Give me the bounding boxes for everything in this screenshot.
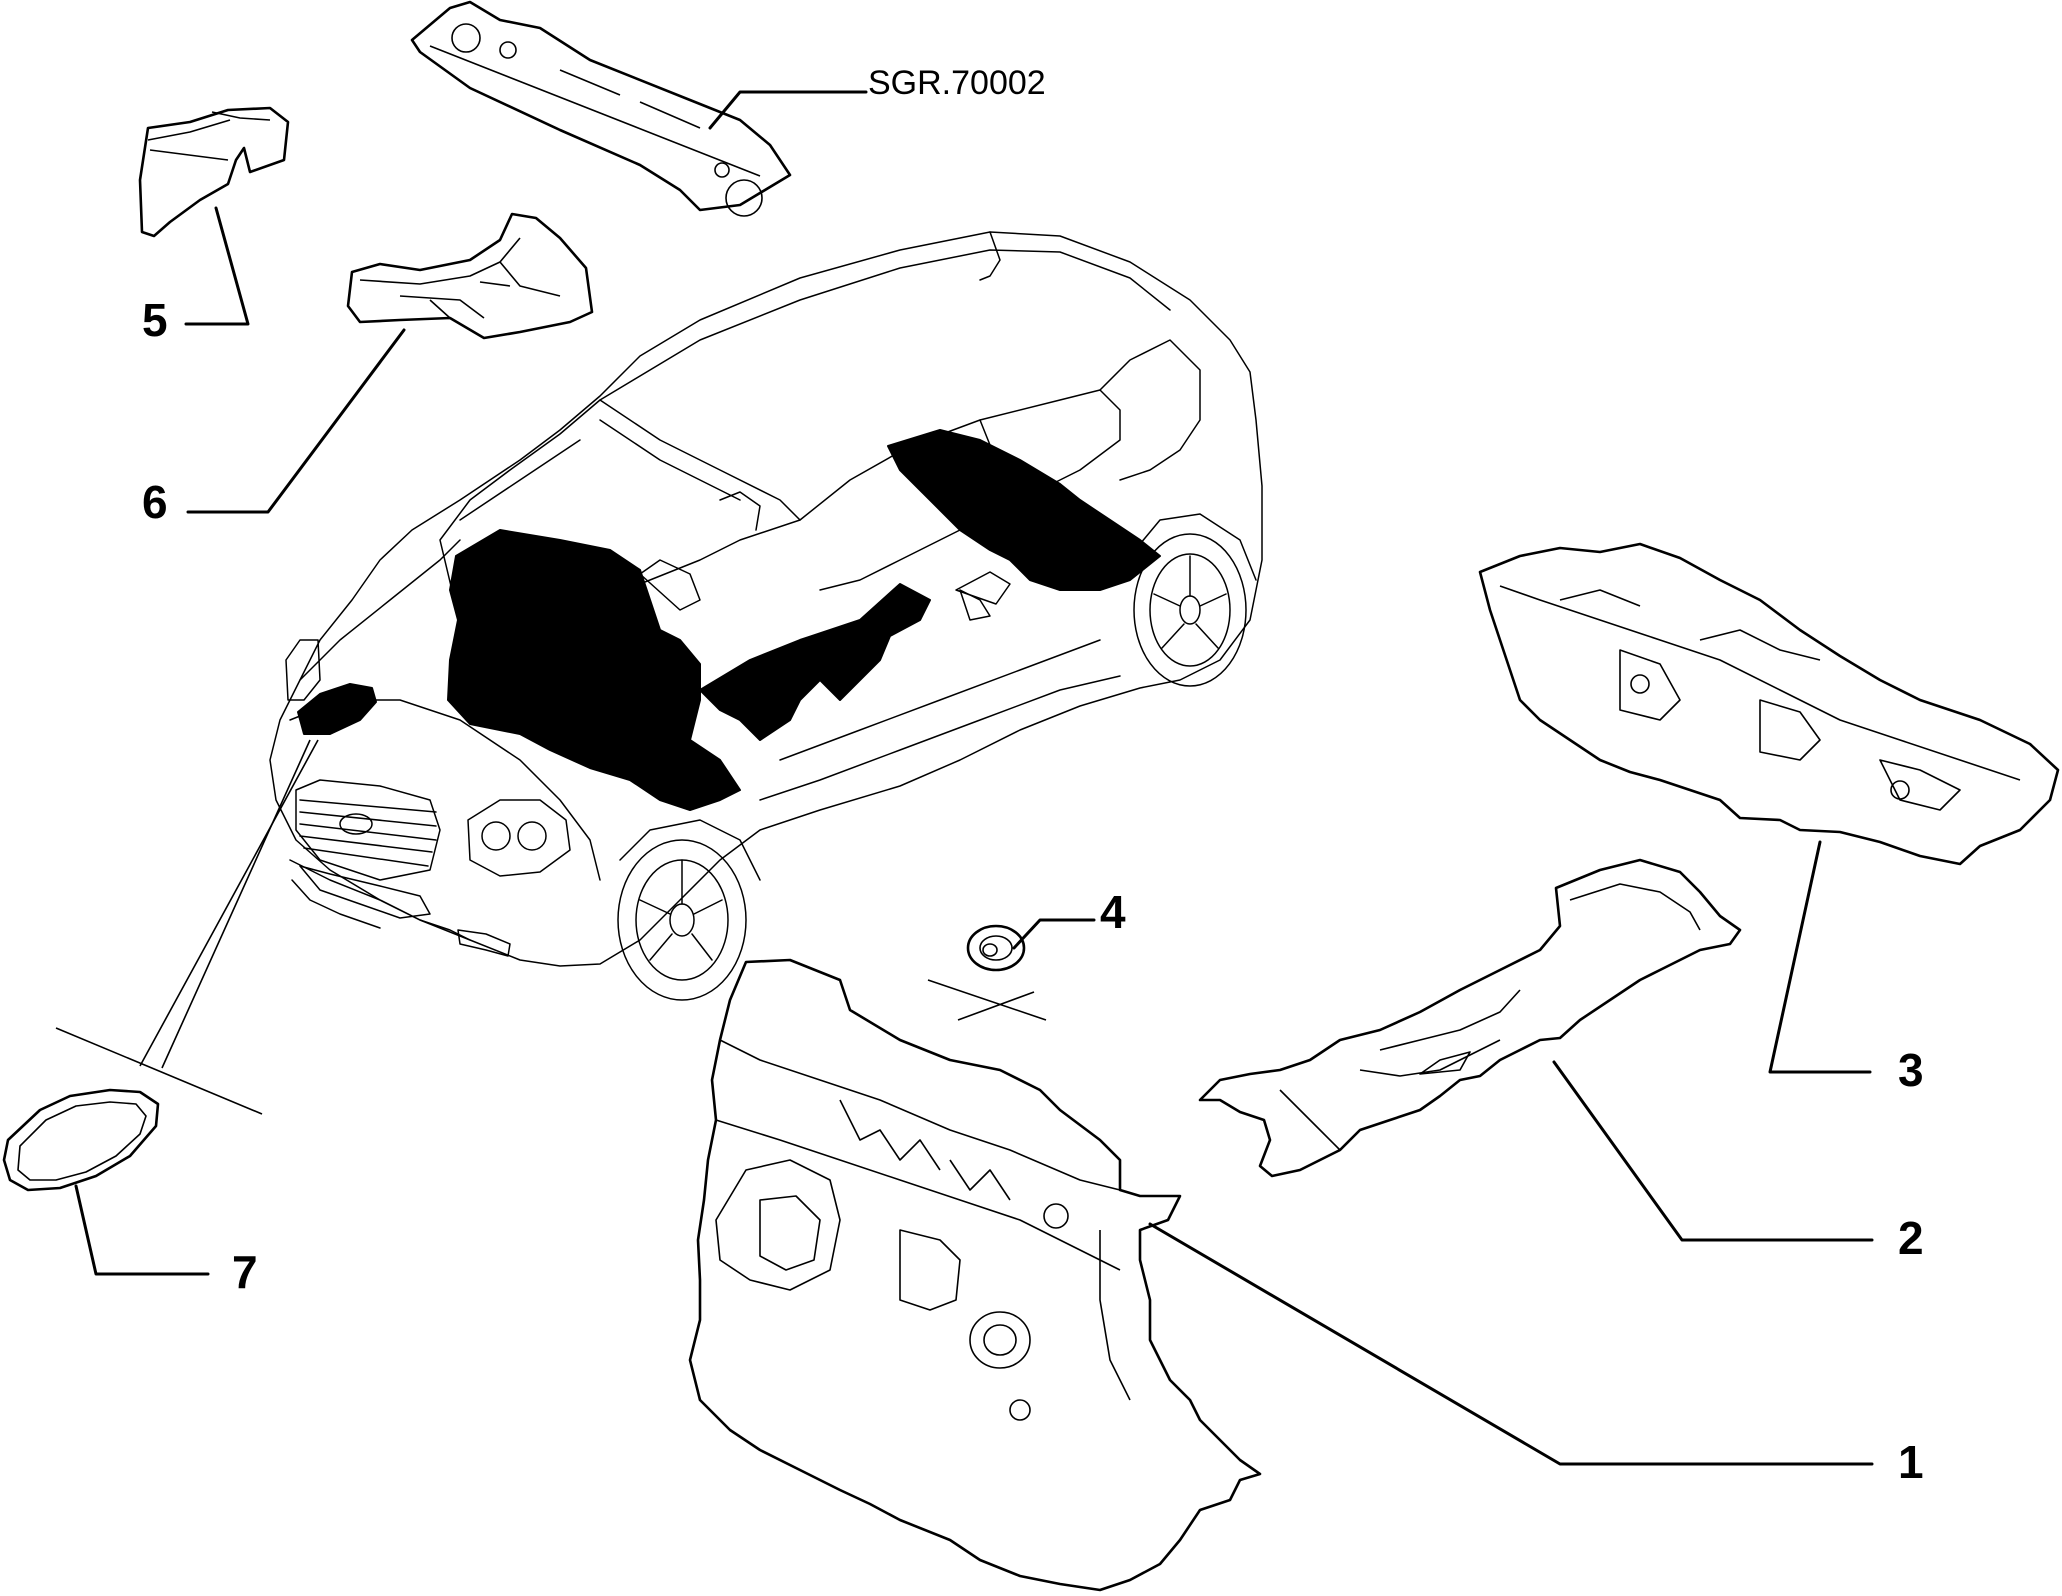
- leader-1: [1148, 1222, 1874, 1466]
- part-2-tunnel-insulation: [1198, 858, 1742, 1178]
- insulation-strip-top: [410, 0, 792, 217]
- callout-6: 6: [142, 476, 168, 528]
- car-illustration: [269, 231, 1263, 1001]
- callout-5: 5: [142, 294, 168, 346]
- callout-1: 1: [1898, 1436, 1924, 1488]
- callout-3: 3: [1898, 1044, 1924, 1096]
- leader-2: [1552, 1060, 1874, 1242]
- leader-7: [74, 1184, 210, 1276]
- leader-4: [1012, 918, 1096, 950]
- part-4-grommet: [966, 924, 1026, 972]
- axis-line-4b: [957, 991, 1035, 1021]
- part-3-floor-insulation-rear: [1478, 542, 2060, 866]
- reference-code-label: SGR.70002: [868, 64, 1046, 102]
- part-6-molded-insulator: [346, 212, 594, 340]
- part-7-hood-pad: [2, 1088, 160, 1192]
- callout-4: 4: [1100, 886, 1126, 938]
- leader-3: [1768, 840, 1872, 1074]
- leader-5: [184, 206, 250, 326]
- part-1-dashboard-insulation: [688, 958, 1262, 1592]
- callout-2: 2: [1898, 1212, 1924, 1264]
- part-5-bracket-pad: [138, 106, 290, 238]
- callout-7: 7: [232, 1246, 258, 1298]
- axis-line-7c: [161, 739, 311, 1069]
- axis-line-4a: [927, 979, 1047, 1021]
- leader-6: [186, 328, 406, 514]
- leader-sgr70002: [708, 90, 868, 130]
- car-insulation-mats: [297, 429, 1161, 811]
- axis-line-7a: [55, 1027, 263, 1115]
- axis-line-7b: [139, 739, 319, 1067]
